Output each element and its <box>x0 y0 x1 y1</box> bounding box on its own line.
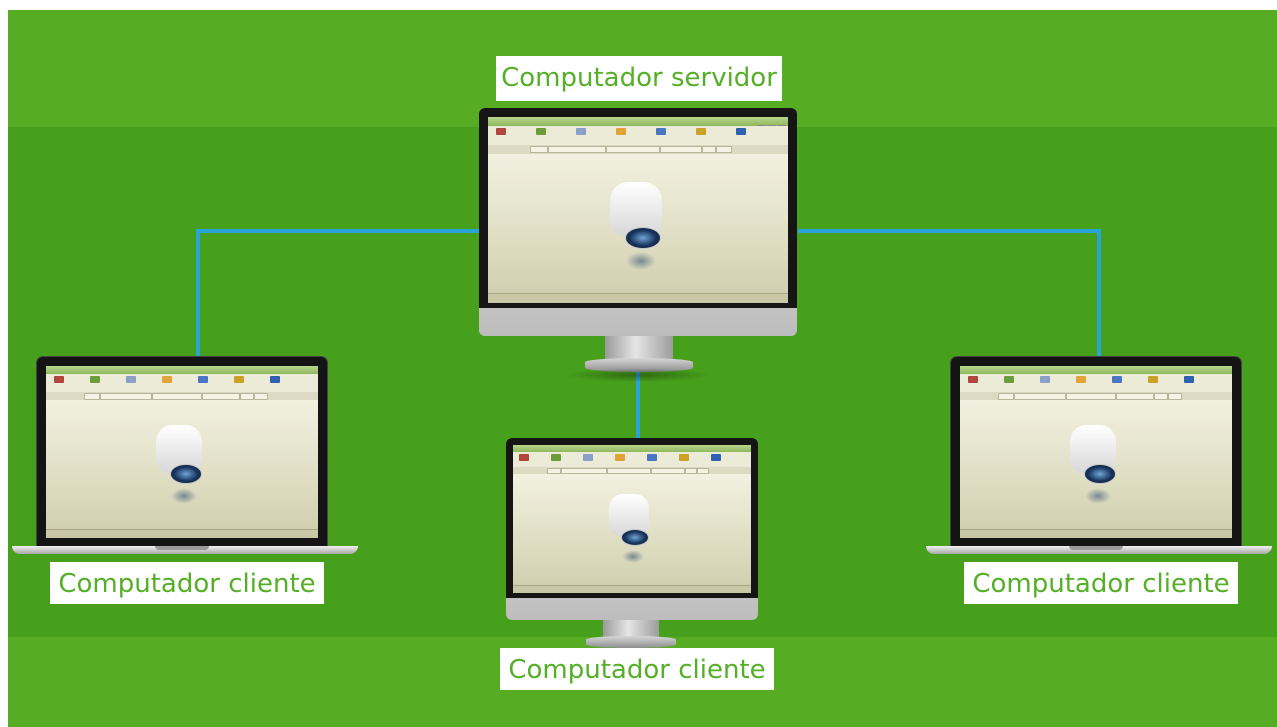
client-label-left: Computador cliente <box>50 562 324 604</box>
server-label: Computador servidor <box>496 56 782 101</box>
client-center-screen <box>513 445 751 593</box>
client-label-right: Computador cliente <box>964 562 1238 604</box>
connection-line-center-vertical <box>636 370 640 440</box>
connection-line-left-vertical <box>196 229 200 357</box>
connection-line-right-vertical <box>1097 229 1101 357</box>
connection-line-right-horizontal <box>798 229 1101 233</box>
connection-line-left-horizontal <box>196 229 486 233</box>
client-label-center: Computador cliente <box>500 648 774 690</box>
server-screen <box>488 117 788 303</box>
client-left-screen <box>46 366 318 538</box>
client-right-screen <box>960 366 1232 538</box>
